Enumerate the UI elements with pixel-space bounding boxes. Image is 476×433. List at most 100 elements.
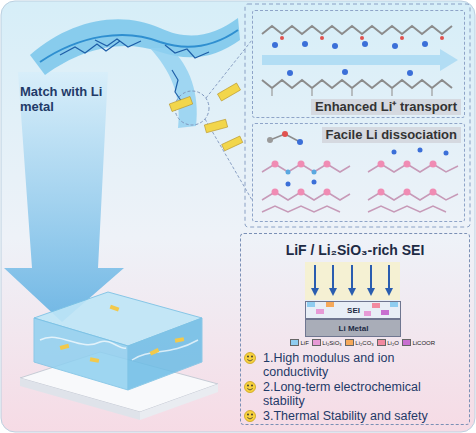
lithium-ion bbox=[362, 41, 368, 47]
ion-flux bbox=[315, 265, 389, 292]
lithium-ion bbox=[407, 70, 413, 76]
atom bbox=[267, 137, 273, 143]
particle bbox=[90, 357, 100, 363]
smiley-face bbox=[245, 411, 256, 422]
side-chain bbox=[351, 88, 352, 96]
legend-swatch bbox=[290, 339, 299, 346]
side-chain bbox=[431, 88, 432, 96]
atom bbox=[286, 170, 291, 175]
legend-text: LiCOOR bbox=[412, 340, 435, 346]
atom bbox=[404, 161, 411, 168]
sei-fill bbox=[305, 300, 400, 318]
lattice-bond bbox=[368, 206, 446, 212]
smiley bbox=[245, 382, 256, 393]
particle bbox=[169, 96, 192, 111]
legend-text: Li₂CO₃ bbox=[355, 340, 373, 346]
flux-arrow bbox=[332, 265, 334, 292]
oxygen-atom bbox=[320, 36, 324, 40]
legend-swatch bbox=[345, 339, 354, 346]
sei-grain bbox=[390, 302, 398, 307]
legend-swatch bbox=[377, 339, 386, 346]
lattice bbox=[262, 161, 350, 213]
electrolyte-zone bbox=[305, 262, 400, 300]
smiley-face bbox=[245, 382, 256, 393]
lithium-ions bbox=[272, 41, 428, 76]
particle bbox=[150, 348, 160, 355]
feature-item: 3.Thermal Stability and safety bbox=[263, 410, 468, 424]
outer-frame bbox=[245, 4, 470, 227]
atom bbox=[378, 161, 385, 168]
smiley-eye bbox=[247, 385, 249, 387]
lithium-ion bbox=[302, 41, 308, 47]
smiley-mouth bbox=[247, 360, 252, 362]
legend-swatch bbox=[402, 339, 411, 346]
sei-grain bbox=[372, 303, 380, 308]
atom bbox=[297, 139, 303, 145]
smiley-eye bbox=[247, 356, 249, 358]
smiley bbox=[245, 411, 256, 422]
legend-item: Li₂CO₃ bbox=[345, 339, 374, 346]
smiley-eye bbox=[251, 356, 253, 358]
fiber bbox=[95, 39, 141, 47]
flow-arrow bbox=[4, 72, 124, 322]
lithium-ion bbox=[332, 43, 338, 49]
feature-item: 1.High modulus and ion conductivity bbox=[263, 352, 448, 379]
side-chain bbox=[271, 88, 272, 96]
dissociation-panel: Facile Li dissociation bbox=[252, 123, 465, 222]
oxygen-atom bbox=[360, 36, 364, 40]
step-label: Match with Li metal bbox=[20, 84, 112, 114]
atom bbox=[312, 180, 317, 185]
lithium-ion bbox=[342, 69, 348, 75]
wave bbox=[132, 340, 198, 360]
base-plate bbox=[140, 384, 218, 420]
atom bbox=[272, 161, 279, 168]
atom bbox=[404, 189, 411, 196]
side-chain bbox=[391, 88, 392, 96]
atom bbox=[272, 189, 279, 196]
particle bbox=[204, 119, 227, 132]
legend-text: Li₂SiO₃ bbox=[322, 340, 341, 346]
smiley-mouth bbox=[247, 418, 252, 420]
legend-text: Li₂O bbox=[387, 340, 399, 346]
particle bbox=[60, 344, 70, 350]
oxygen-atom bbox=[440, 36, 444, 40]
legend-item: LiF bbox=[290, 339, 309, 346]
smiley-face bbox=[245, 353, 256, 364]
particle bbox=[217, 83, 240, 101]
particle bbox=[222, 136, 243, 151]
atom bbox=[430, 189, 437, 196]
transport-panel: Enhanced Li⁺ transport bbox=[252, 10, 465, 118]
lithium-ion bbox=[422, 41, 428, 47]
smiley-eye bbox=[251, 414, 253, 416]
oxygen-atom bbox=[280, 36, 284, 40]
sei-grain bbox=[364, 311, 371, 316]
sei-grain bbox=[316, 309, 324, 314]
sei-grain bbox=[326, 302, 334, 307]
atom bbox=[312, 170, 317, 175]
li-metal-fill bbox=[305, 318, 400, 336]
atom bbox=[286, 182, 291, 187]
flux-arrow bbox=[388, 265, 390, 292]
sei-layer: SEI bbox=[305, 301, 401, 319]
legend-item: Li₂O bbox=[377, 339, 399, 346]
legend-item: LiCOOR bbox=[402, 339, 435, 346]
atom bbox=[298, 189, 305, 196]
smiley bbox=[245, 353, 256, 364]
flux-arrow bbox=[370, 265, 372, 292]
side-chain bbox=[311, 88, 312, 96]
flux-arrow bbox=[314, 265, 316, 292]
atom bbox=[444, 151, 449, 156]
layer-label: Li Metal bbox=[306, 323, 401, 334]
particle bbox=[110, 305, 120, 312]
particle bbox=[175, 337, 185, 343]
atom bbox=[418, 148, 423, 153]
side-chains bbox=[272, 88, 432, 96]
membrane-ribbon bbox=[150, 48, 197, 128]
sei-grain bbox=[381, 310, 389, 315]
flux-arrow bbox=[351, 265, 353, 292]
lithium-ion bbox=[272, 42, 278, 48]
wave bbox=[40, 337, 126, 348]
atom bbox=[298, 161, 305, 168]
atom bbox=[430, 161, 437, 168]
